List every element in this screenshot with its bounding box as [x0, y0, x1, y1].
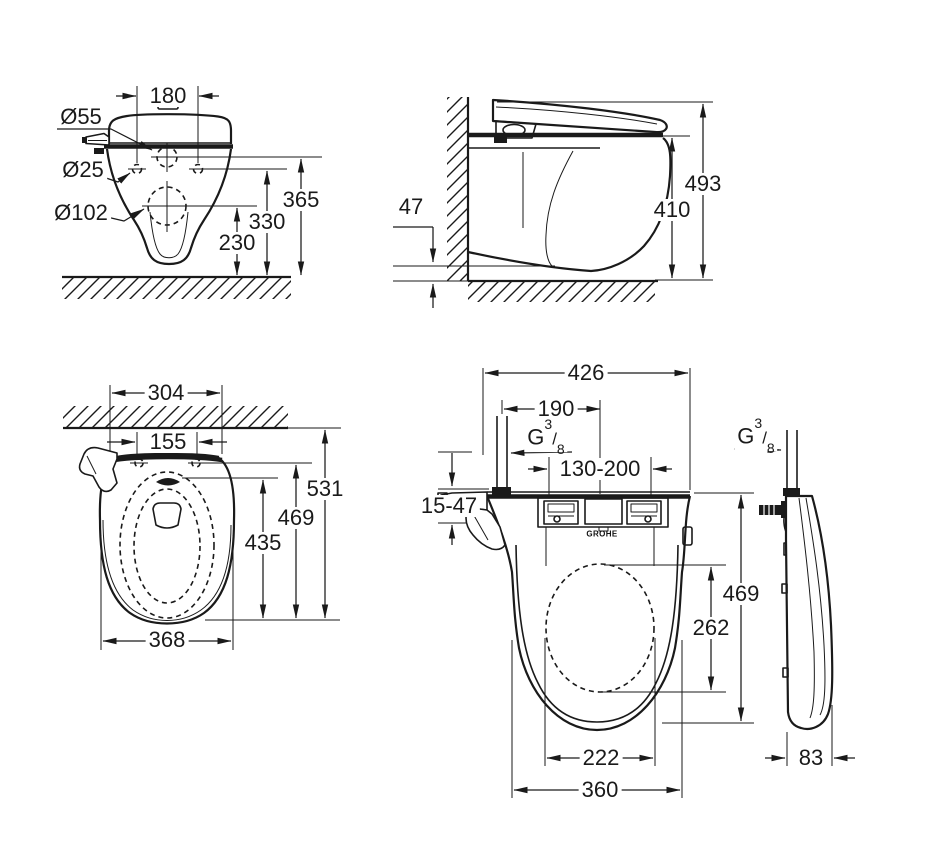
dim-overall-width: 426	[564, 362, 608, 384]
dim-supply-height: 365	[279, 189, 323, 211]
plan-closed-view	[63, 385, 341, 650]
dim-seat-depth: 469	[274, 507, 318, 529]
mounting-plate	[537, 497, 669, 528]
floor-hatch	[468, 282, 655, 302]
dim-opening-width: 222	[579, 747, 623, 769]
nozzle-hatch	[152, 502, 182, 529]
dim-supply-hole-diameter: Ø55	[57, 106, 105, 128]
thread-size-label-profile: G3/8	[734, 416, 778, 455]
hinge-bracket	[495, 120, 537, 139]
dim-opening-depth: 262	[689, 617, 733, 639]
thread-size-label: G3/8	[524, 417, 568, 456]
brand-logo: GROHE	[586, 529, 618, 539]
mount-bracket-left	[543, 500, 579, 525]
dim-open-seat-depth: 469	[719, 583, 763, 605]
nozzle-cover	[156, 478, 180, 486]
dim-total-height: 493	[681, 173, 725, 195]
seat-profile	[784, 494, 834, 731]
wall-hatch	[447, 97, 468, 281]
side-view	[393, 97, 713, 308]
dim-drain-hole-diameter: Ø102	[51, 202, 111, 224]
dim-lid-width: 368	[145, 629, 189, 651]
fixing-bolt	[759, 505, 783, 515]
side-latch	[682, 526, 693, 546]
dim-total-depth: 531	[303, 478, 347, 500]
dim-supply-offset: 190	[534, 398, 578, 420]
floor-hatch	[62, 278, 291, 299]
dim-profile-thickness: 83	[795, 747, 827, 769]
dim-front-width: 180	[146, 85, 190, 107]
bowl-opening	[545, 563, 655, 693]
dim-seat-width: 360	[578, 779, 622, 801]
sprayer-nozzle-front	[85, 132, 110, 146]
dim-floor-gap: 47	[395, 196, 427, 218]
dim-back-width: 304	[144, 382, 188, 404]
dim-drain-height: 230	[215, 232, 259, 254]
dim-hinge-spacing: 155	[146, 431, 190, 453]
profile-view	[733, 430, 855, 766]
plan-open-view	[437, 368, 754, 798]
mount-bracket-right	[626, 500, 662, 525]
dim-bolt-height: 330	[245, 211, 289, 233]
dim-bolt-hole-diameter: Ø25	[59, 159, 107, 181]
dim-seat-height: 410	[650, 199, 694, 221]
dim-bolt-range: 130-200	[556, 458, 644, 480]
front-view	[57, 86, 322, 299]
dim-wall-gap-range: 15-47	[417, 495, 481, 517]
sprayer-handle	[78, 446, 118, 493]
dim-lid-depth: 435	[241, 532, 285, 554]
wall-hatch	[63, 406, 288, 428]
